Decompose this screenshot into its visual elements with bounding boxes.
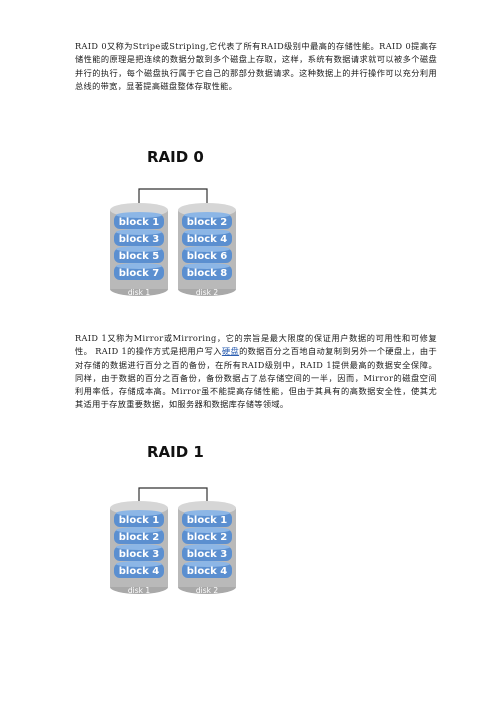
paragraph-raid1: RAID 1又称为Mirror或Mirroring，它的宗旨是最大限度的保证用户… [75, 333, 437, 410]
raid1-disk1-label: disk 1 [128, 586, 150, 595]
figure-raid0: RAID 0 block 1 block 3 block 5 [100, 142, 250, 302]
link-harddisk[interactable]: 硬盘 [221, 346, 240, 357]
svg-text:block 2: block 2 [187, 217, 228, 228]
figure-raid1: RAID 1 block 1 block 2 block 3 [100, 440, 250, 600]
raid1-connector [138, 487, 208, 506]
raid1-diagram: RAID 1 block 1 block 2 block 3 [110, 443, 236, 595]
raid0-title: RAID 0 [147, 148, 204, 166]
raid1-disk2-label: disk 2 [196, 586, 218, 595]
svg-text:block 4: block 4 [187, 234, 228, 245]
svg-text:block 6: block 6 [187, 251, 228, 262]
raid1-disk2-block: block 2 [182, 527, 232, 544]
raid0-disk-2: block 2 block 4 block 6 block 8 disk 2 [178, 203, 236, 297]
svg-text:block 3: block 3 [187, 549, 228, 560]
raid0-disk1-block: block 5 [114, 246, 164, 263]
svg-text:block 1: block 1 [119, 217, 160, 228]
raid0-connector [138, 188, 208, 208]
raid0-disk1-block: block 1 [114, 212, 164, 229]
raid0-disk1-label: disk 1 [128, 288, 150, 297]
svg-text:block 2: block 2 [187, 532, 228, 543]
raid0-disk2-block: block 4 [182, 229, 232, 246]
svg-text:block 7: block 7 [119, 268, 160, 279]
raid1-disk2-block: block 1 [182, 510, 232, 527]
raid0-disk2-label: disk 2 [196, 288, 218, 297]
raid1-disk-2: block 1 block 2 block 3 block 4 disk 2 [178, 501, 236, 595]
raid1-disk1-block: block 2 [114, 527, 164, 544]
svg-text:block 8: block 8 [187, 268, 228, 279]
svg-text:block 2: block 2 [119, 532, 160, 543]
raid0-disk2-block: block 8 [182, 263, 232, 280]
raid0-disk2-block: block 2 [182, 212, 232, 229]
svg-text:block 3: block 3 [119, 549, 160, 560]
raid1-disk-1: block 1 block 2 block 3 block 4 disk 1 [110, 501, 168, 595]
svg-text:block 4: block 4 [119, 566, 160, 577]
raid1-title: RAID 1 [147, 443, 204, 461]
svg-text:block 1: block 1 [187, 515, 228, 526]
svg-text:block 1: block 1 [119, 515, 160, 526]
raid0-diagram: RAID 0 block 1 block 3 block 5 [110, 148, 236, 297]
paragraph-raid0: RAID 0又称为Stripe或Striping,它代表了所有RAID级别中最高… [75, 41, 437, 91]
raid1-disk1-block: block 3 [114, 544, 164, 561]
raid1-disk1-block: block 4 [114, 561, 164, 578]
raid0-disk1-block: block 7 [114, 263, 164, 280]
svg-text:block 4: block 4 [187, 566, 228, 577]
raid1-disk2-block: block 4 [182, 561, 232, 578]
svg-text:block 5: block 5 [119, 251, 160, 262]
raid0-disk2-block: block 6 [182, 246, 232, 263]
raid0-disk1-block: block 3 [114, 229, 164, 246]
raid0-disk-1: block 1 block 3 block 5 block 7 disk 1 [110, 203, 168, 297]
raid1-disk1-block: block 1 [114, 510, 164, 527]
raid1-disk2-block: block 3 [182, 544, 232, 561]
svg-text:block 3: block 3 [119, 234, 160, 245]
